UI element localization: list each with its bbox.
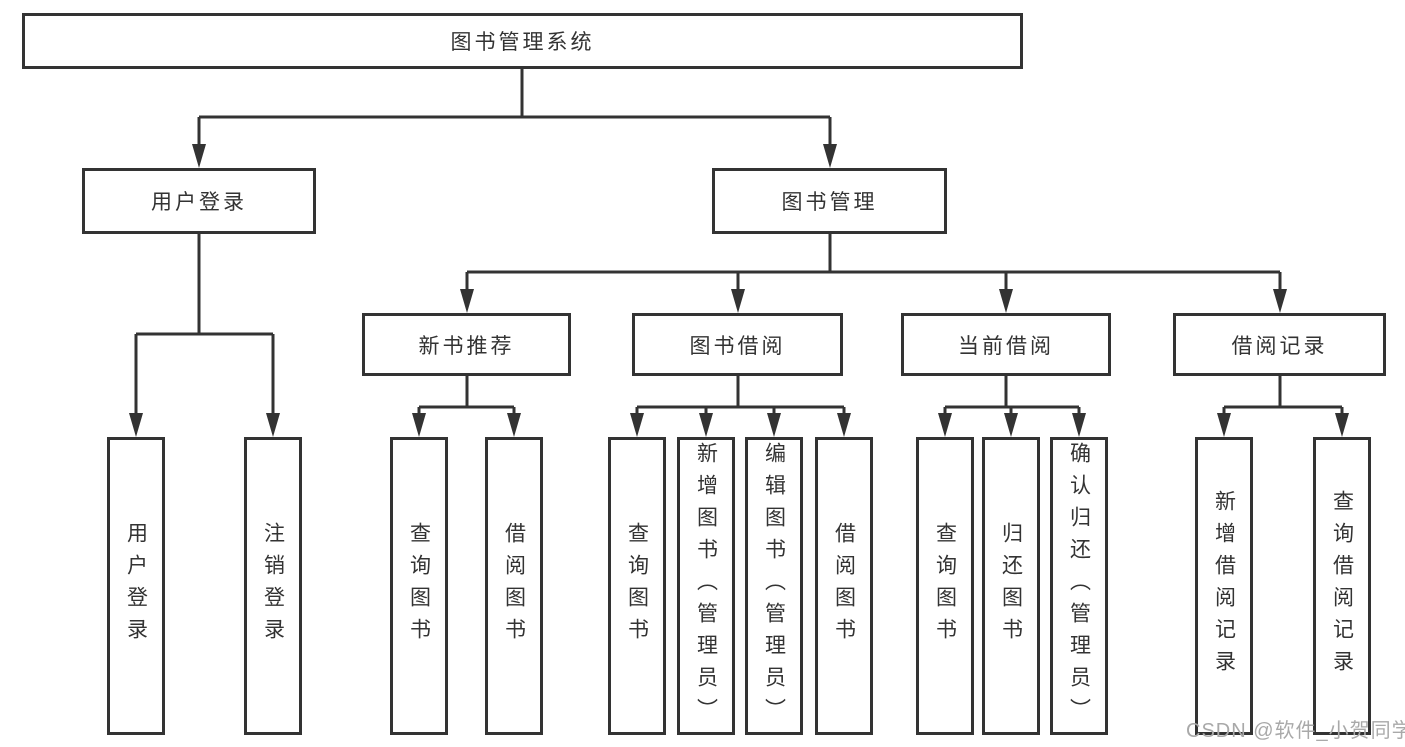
- node-book-management: 图书管理: [712, 168, 947, 234]
- node-library-management-system: 图书管理系统: [22, 13, 1023, 69]
- node-label: 归还图书: [999, 522, 1023, 650]
- leaf-borrow-books-borrowing: 借阅图书: [815, 437, 873, 735]
- connector-arrowheads: [129, 144, 1349, 437]
- node-current-borrowing: 当前借阅: [901, 313, 1111, 376]
- node-label: 图书管理系统: [450, 31, 595, 54]
- node-label: 用户登录: [124, 522, 148, 650]
- leaf-add-borrow-record: 新增借阅记录: [1195, 437, 1253, 735]
- leaf-return-books: 归还图书: [982, 437, 1040, 735]
- node-label: 查询图书: [933, 522, 957, 650]
- node-label: 确认归还（管理员）: [1067, 442, 1091, 730]
- leaf-logout: 注销登录: [244, 437, 302, 735]
- node-label: 新增图书（管理员）: [694, 442, 718, 730]
- node-label: 新书推荐: [418, 334, 515, 358]
- leaf-edit-book-admin: 编辑图书（管理员）: [745, 437, 803, 735]
- node-label: 图书管理: [781, 191, 878, 214]
- leaf-borrow-books-recommend: 借阅图书: [485, 437, 543, 735]
- node-label: 借阅图书: [502, 522, 526, 650]
- csdn-watermark: CSDN @软件_小贺同学: [1186, 720, 1405, 742]
- node-label: 查询图书: [625, 522, 649, 650]
- leaf-query-borrow-record: 查询借阅记录: [1313, 437, 1371, 735]
- node-label: 查询图书: [407, 522, 431, 650]
- node-label: 当前借阅: [958, 334, 1054, 358]
- leaf-query-books-borrowing: 查询图书: [608, 437, 666, 735]
- node-label: 编辑图书（管理员）: [762, 442, 786, 730]
- node-user-login: 用户登录: [82, 168, 316, 234]
- node-label: 用户登录: [151, 191, 247, 214]
- leaf-confirm-return-admin: 确认归还（管理员）: [1050, 437, 1108, 735]
- node-label: 图书借阅: [689, 334, 786, 358]
- leaf-user-login: 用户登录: [107, 437, 165, 735]
- node-new-book-recommend: 新书推荐: [362, 313, 571, 376]
- node-book-borrowing: 图书借阅: [632, 313, 843, 376]
- leaf-add-book-admin: 新增图书（管理员）: [677, 437, 735, 735]
- node-label: 借阅图书: [832, 522, 856, 650]
- leaf-query-books-current: 查询图书: [916, 437, 974, 735]
- node-borrowing-records: 借阅记录: [1173, 313, 1386, 376]
- connector-lines: [134, 69, 1344, 418]
- node-label: 新增借阅记录: [1212, 490, 1236, 682]
- node-label: 借阅记录: [1231, 334, 1328, 358]
- node-label: 注销登录: [261, 522, 285, 650]
- leaf-query-books-recommend: 查询图书: [390, 437, 448, 735]
- node-label: 查询借阅记录: [1330, 490, 1354, 682]
